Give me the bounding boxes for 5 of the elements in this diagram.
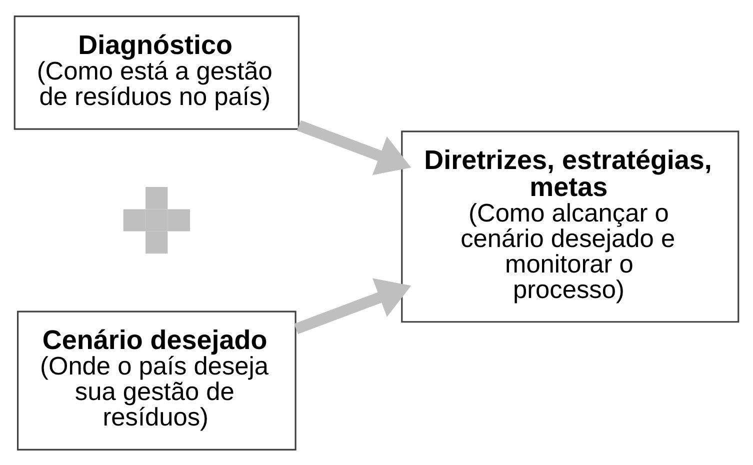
node-box: Diretrizes, estratégias, metas (Como alcançar o cenário desejado e monitorar o processo) [401,130,740,322]
arrow [296,120,412,175]
node-box: Cenário desejado (Onde o país deseja sua gestão de resíduos) [17,310,296,450]
node-box: Diagnóstico (Como está a gestão de resíduos no país) [14,15,300,130]
arrow [294,278,412,334]
